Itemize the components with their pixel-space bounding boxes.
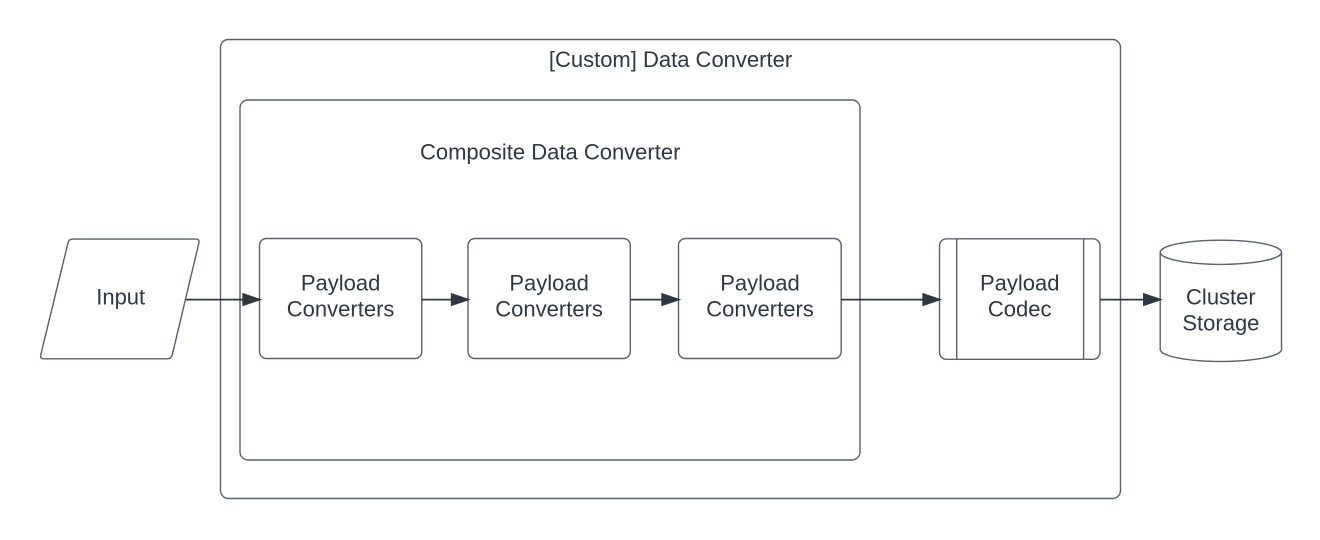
svg-text:Storage: Storage [1182,311,1259,336]
svg-text:[Custom] Data Converter: [Custom] Data Converter [549,47,792,72]
svg-text:Composite Data Converter: Composite Data Converter [420,139,680,164]
svg-text:Payload: Payload [301,271,381,296]
svg-text:Converters: Converters [495,297,603,322]
svg-text:Input: Input [96,284,145,309]
svg-text:Payload: Payload [980,271,1060,296]
svg-text:Cluster: Cluster [1186,285,1256,310]
svg-text:Converters: Converters [706,297,814,322]
svg-text:Converters: Converters [287,297,395,322]
svg-text:Payload: Payload [720,271,800,296]
svg-text:Codec: Codec [988,297,1052,322]
svg-text:Payload: Payload [509,271,589,296]
